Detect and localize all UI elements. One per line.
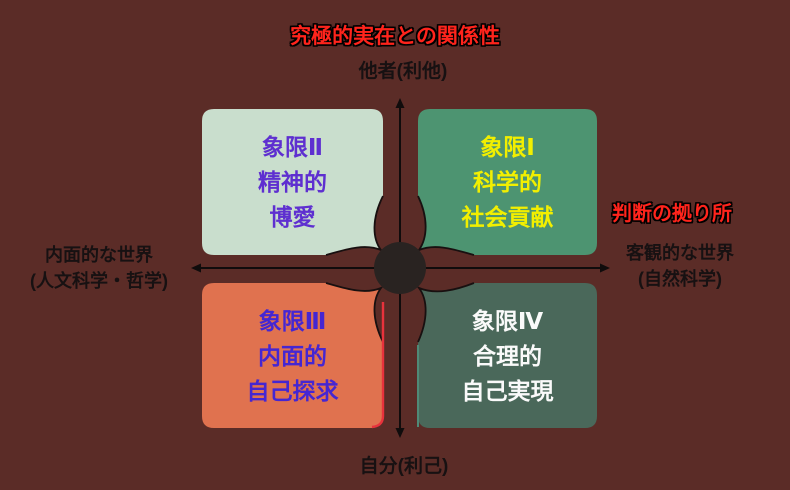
diagram-title: 究極的実在との関係性 — [290, 25, 500, 48]
quadrant-2-label: 象限Ⅱ 精神的 博愛 — [202, 130, 383, 235]
quadrant-4-label: 象限Ⅳ 合理的 自己実現 — [418, 304, 597, 409]
axis-label-left: 内面的な世界 (人文科学・哲学) — [8, 242, 190, 294]
axis-label-right: 客観的な世界 (自然科学) — [600, 240, 760, 292]
quadrant-4-line3: 自己実現 — [461, 378, 554, 404]
axis-label-bottom: 自分(利己) — [359, 456, 449, 477]
quadrant-1-line3: 社会貢献 — [461, 204, 554, 230]
center-circle — [374, 242, 426, 294]
axis-label-left-line1: 内面的な世界 — [45, 245, 153, 265]
axis-label-right-line1: 客観的な世界 — [626, 243, 734, 263]
axis-label-left-line2: (人文科学・哲学) — [30, 271, 168, 291]
quadrant-3-line3: 自己探求 — [246, 378, 339, 404]
arrow-down — [395, 428, 405, 438]
quadrant-4-line2: 合理的 — [473, 343, 542, 369]
center-ray-outlines — [325, 195, 475, 343]
quadrant-2-line2: 精神的 — [258, 169, 327, 195]
quadrant-2-box — [202, 109, 383, 255]
arrow-up — [395, 98, 405, 108]
quadrant-1-box — [418, 109, 597, 255]
quadrant-3-line1: 象限Ⅲ — [258, 308, 327, 334]
quadrant-1-line1: 象限Ⅰ — [480, 134, 535, 160]
axis-label-top: 他者(利他) — [358, 61, 448, 82]
quadrant-3-line2: 内面的 — [258, 343, 327, 369]
quadrant-1-label: 象限Ⅰ 科学的 社会貢献 — [418, 130, 597, 235]
quadrant-4-box — [418, 283, 597, 428]
quadrant-2-line1: 象限Ⅱ — [261, 134, 324, 160]
axis-arrowheads — [191, 98, 610, 438]
quadrant-3-red-edge — [371, 302, 385, 429]
quadrant-3-box — [202, 283, 383, 428]
axis-highlight-right: 判断の拠り所 — [612, 203, 732, 225]
quadrant-4-line1: 象限Ⅳ — [471, 308, 544, 334]
quadrant-1-line2: 科学的 — [473, 169, 542, 195]
axis-label-right-line2: (自然科学) — [638, 269, 722, 289]
arrow-right — [600, 263, 610, 273]
arrow-left — [191, 263, 201, 273]
quadrant-3-label: 象限Ⅲ 内面的 自己探求 — [202, 304, 383, 409]
quadrant-2-line3: 博愛 — [269, 204, 316, 230]
